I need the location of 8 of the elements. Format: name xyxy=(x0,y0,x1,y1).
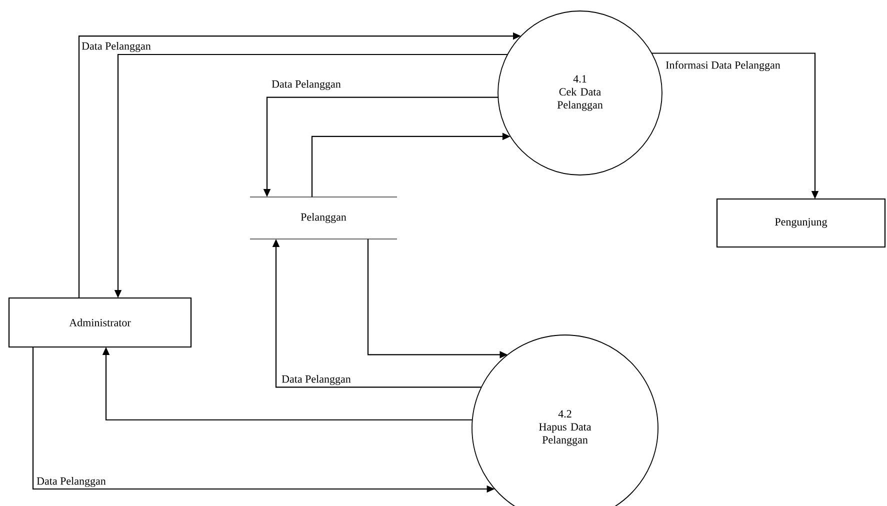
entity-box: Pengunjung xyxy=(716,198,886,248)
edge-label: Data Pelanggan xyxy=(270,79,342,91)
edge-label: Data Pelanggan xyxy=(280,374,352,386)
data-store: Pelanggan xyxy=(250,196,397,240)
edge-label: Informasi Data Pelanggan xyxy=(664,60,782,72)
entity-box: Administrator xyxy=(8,297,192,348)
edge-label: Data Pelanggan xyxy=(80,41,152,53)
edge-label: Data Pelanggan xyxy=(36,476,107,488)
